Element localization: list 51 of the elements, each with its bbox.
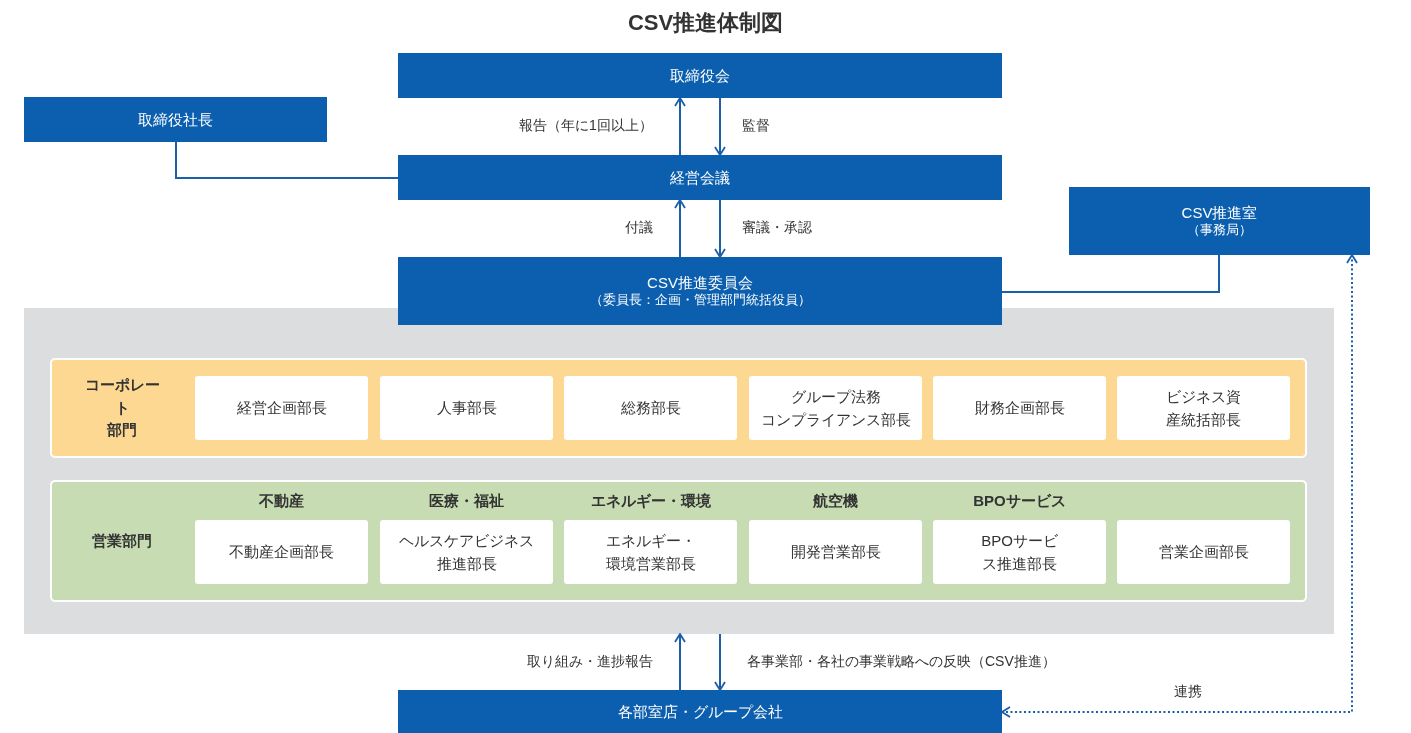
panel-background <box>24 308 1334 634</box>
department-box: エネルギー・環境営業部長 <box>564 520 737 584</box>
edge-label: 付議 <box>623 219 655 237</box>
box-subtitle: （委員長：企画・管理部門統括役員） <box>589 292 811 309</box>
box-title: CSV推進委員会 <box>647 272 753 292</box>
process-box <box>24 97 327 142</box>
department-box: 経営企画部長 <box>195 376 368 440</box>
band-label: 営業部門 <box>91 530 153 551</box>
arrow <box>674 633 686 691</box>
arrow <box>714 199 726 258</box>
edge-label: 監督 <box>740 117 772 135</box>
arrow <box>674 199 686 258</box>
department-box: 人事部長 <box>380 376 553 440</box>
band-label: コーポレート部門 <box>83 375 161 441</box>
connector-line <box>175 141 399 179</box>
department-box: グループ法務コンプライアンス部長 <box>749 376 922 440</box>
department-band <box>50 358 1307 458</box>
department-box: 財務企画部長 <box>933 376 1106 440</box>
box-subtitle: （事務局） <box>1187 222 1252 239</box>
connector-line <box>1001 254 1220 293</box>
box-title: 取締役社長 <box>138 109 213 130</box>
arrow <box>674 97 686 156</box>
box-title: 経営会議 <box>670 167 730 188</box>
column-heading: 医療・福祉 <box>428 492 505 511</box>
column-heading: BPOサービス <box>972 492 1067 511</box>
department-box: ヘルスケアビジネス推進部長 <box>380 520 553 584</box>
edge-label: 連携 <box>1172 683 1204 701</box>
column-heading: エネルギー・環境 <box>589 492 712 511</box>
department-box: ビジネス資産統括部長 <box>1117 376 1290 440</box>
department-box: 総務部長 <box>564 376 737 440</box>
department-box: BPOサービス推進部長 <box>933 520 1106 584</box>
arrow <box>714 633 726 691</box>
department-box: 開発営業部長 <box>749 520 922 584</box>
column-heading: 不動産 <box>258 492 305 511</box>
process-box <box>398 257 1002 325</box>
process-box <box>1069 187 1370 255</box>
edge-label: 取り組み・進捗報告 <box>525 653 655 671</box>
box-title: 取締役会 <box>670 65 730 86</box>
arrow <box>1001 254 1358 718</box>
column-heading: 航空機 <box>812 492 859 511</box>
process-box <box>398 155 1002 200</box>
arrow <box>714 97 726 156</box>
box-title: 各部室店・グループ会社 <box>617 701 783 722</box>
department-box: 不動産企画部長 <box>195 520 368 584</box>
process-box <box>398 690 1002 733</box>
box-title: CSV推進室 <box>1181 202 1258 222</box>
department-band <box>50 480 1307 602</box>
edge-label: 審議・承認 <box>740 219 814 237</box>
process-box <box>398 53 1002 98</box>
department-box: 営業企画部長 <box>1117 520 1290 584</box>
diagram-title: CSV推進体制図 <box>626 9 785 37</box>
